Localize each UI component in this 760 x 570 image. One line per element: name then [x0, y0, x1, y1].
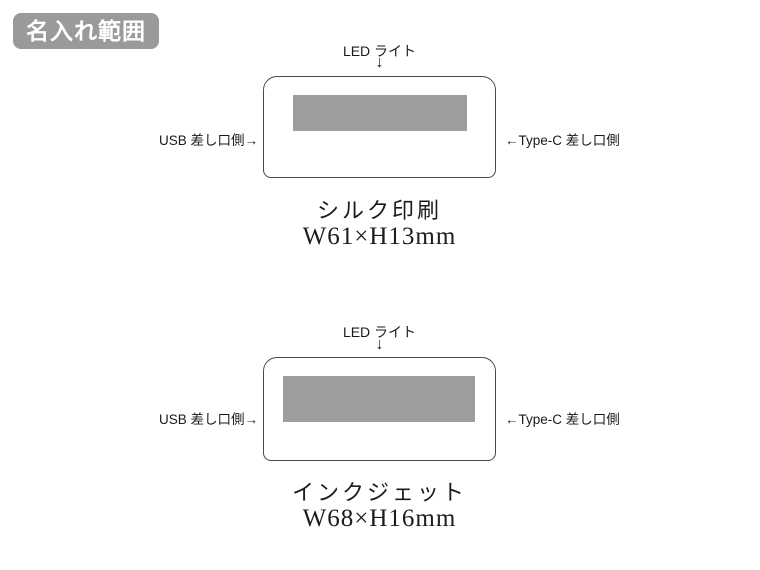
print-area	[283, 376, 475, 422]
print-method-caption: インクジェット	[291, 480, 467, 505]
down-arrow-icon: ↓	[375, 54, 384, 71]
print-area	[293, 95, 467, 131]
usb-side-label: USB 差し口側→	[158, 133, 258, 148]
imprint-area-badge: 名入れ範囲	[13, 13, 159, 49]
led-light-label: LED ライト	[342, 324, 417, 340]
print-method-caption: シルク印刷	[316, 198, 442, 223]
print-size-caption: W68×H16mm	[302, 505, 457, 532]
typec-side-label: ←Type-C 差し口側	[505, 412, 620, 427]
typec-side-label: ←Type-C 差し口側	[505, 133, 620, 148]
print-size-caption: W61×H13mm	[302, 223, 457, 250]
led-light-label: LED ライト	[342, 43, 417, 59]
down-arrow-icon: ↓	[375, 336, 384, 353]
usb-side-label: USB 差し口側→	[158, 412, 258, 427]
